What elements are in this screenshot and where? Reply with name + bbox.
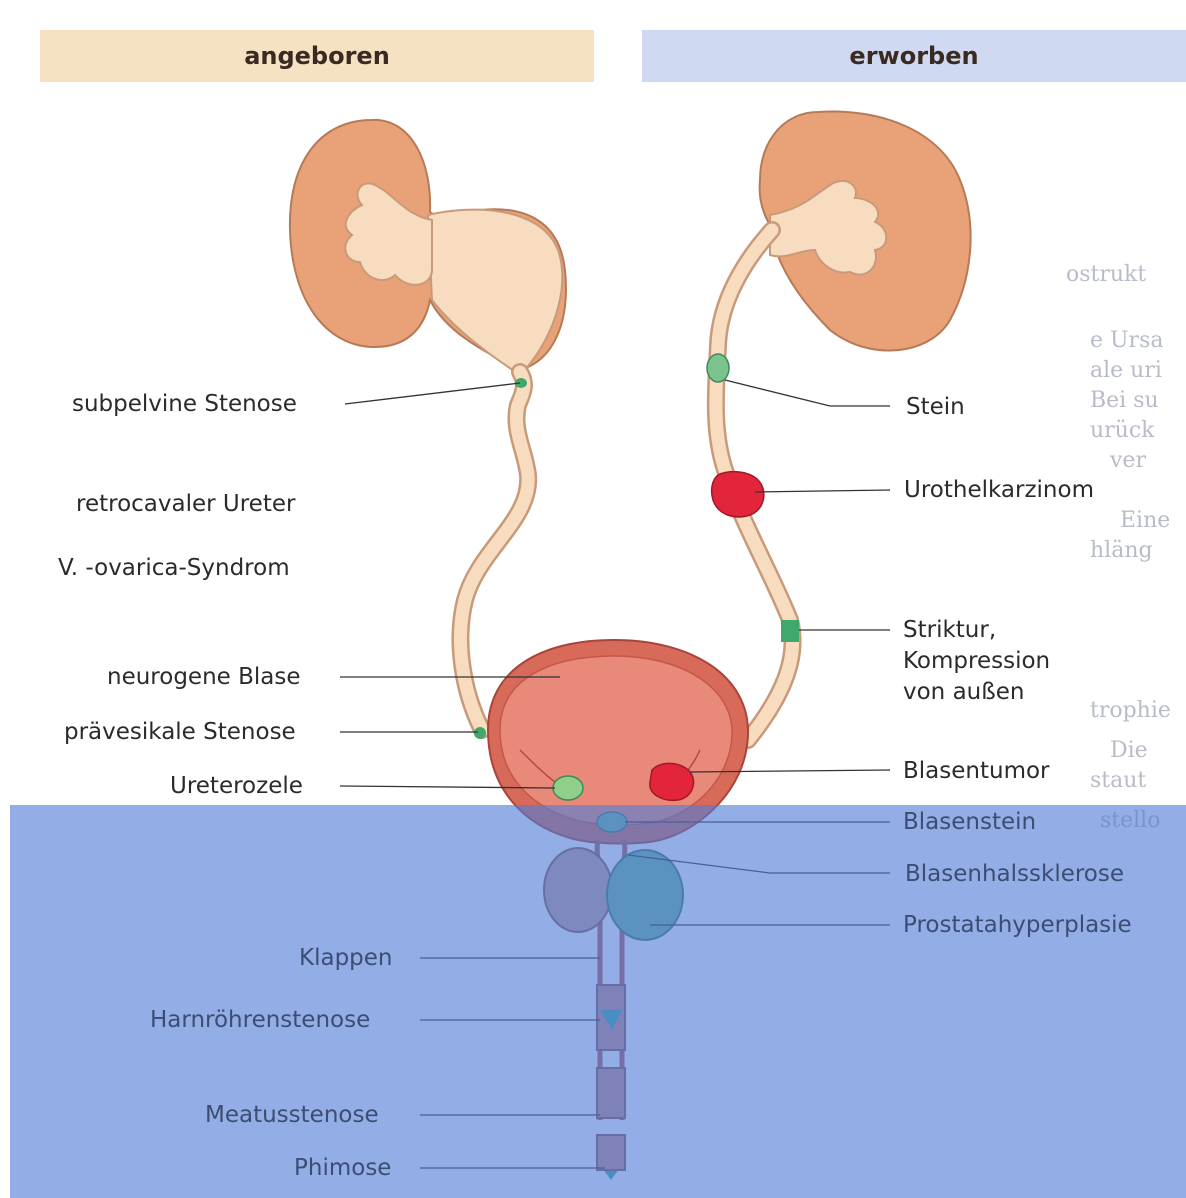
urothelkarzinom-marker	[712, 472, 764, 517]
label-blasentumor: Blasentumor	[903, 756, 1050, 786]
label-prostatahyperplasie: Prostatahyperplasie	[903, 910, 1132, 940]
label-stein: Stein	[906, 392, 965, 422]
label-blasenhalssklerose: Blasenhalssklerose	[905, 859, 1124, 889]
label-klappen: Klappen	[299, 943, 393, 973]
label-meatusstenose: Meatusstenose	[205, 1100, 379, 1130]
stein-marker	[707, 354, 729, 382]
label-retrocavaler-ureter: retrocavaler Ureter	[76, 489, 295, 519]
praevesikale-stenose-marker	[474, 727, 486, 739]
blasentumor-marker	[650, 763, 694, 800]
label-harnroehrenstenose: Harnröhrenstenose	[150, 1005, 370, 1035]
label-praevesikale-stenose: prävesikale Stenose	[64, 717, 296, 747]
label-blasenstein: Blasenstein	[903, 807, 1036, 837]
label-phimose: Phimose	[294, 1153, 391, 1183]
label-subpelvine-stenose: subpelvine Stenose	[72, 389, 297, 419]
left-kidney	[290, 120, 566, 375]
label-urothelkarzinom: Urothelkarzinom	[904, 475, 1094, 505]
label-kompression: Kompression	[903, 646, 1050, 676]
label-ureterozele: Ureterozele	[170, 771, 303, 801]
right-kidney	[760, 112, 971, 351]
label-striktur: Striktur,	[903, 615, 996, 645]
striktur-marker	[781, 620, 799, 642]
label-von-aussen: von außen	[903, 677, 1024, 707]
ureterozele-marker	[553, 776, 583, 800]
label-v-ovarica-syndrom: V. -ovarica-Syndrom	[58, 553, 290, 583]
label-neurogene-blase: neurogene Blase	[107, 662, 301, 692]
